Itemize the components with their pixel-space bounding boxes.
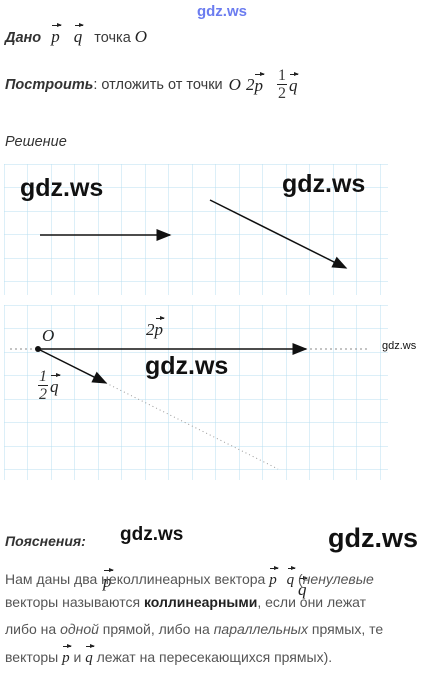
grid [4,164,388,480]
explanation-line-2: векторы называются коллинеарными, если о… [5,592,366,613]
label-p: p [103,568,113,592]
construct-line: Построить: отложить от точки O 2 p 1 2 q [5,67,299,102]
label-half-vec: q [50,373,60,397]
expl-text-4: векторы называются [5,594,141,610]
watermark-fig-2: gdz.ws [282,170,366,198]
construct-point-name: O [228,74,241,94]
construct-text: отложить от точки [101,76,223,93]
expl-vector-q: q [287,566,296,591]
explanation-line-3: либо на одной прямой, либо на параллельн… [5,619,383,640]
watermark-fig-4: gdz.ws [145,352,229,380]
expl-text-2: ( [298,571,303,587]
expl-text-6: , если они лежат [257,594,367,610]
label-o: O [42,326,55,345]
expl-text-8: одной [60,621,99,637]
construct-half-den: 2 [277,85,286,102]
watermark-fig-3: gdz.ws [382,340,417,352]
given-label: Дано [5,30,42,46]
watermark-expl-small: gdz.ws [120,524,184,545]
given-point-name: O [134,27,148,46]
construct-vector-q: q [289,72,299,96]
given-point-text: точка [94,30,131,46]
figure: gdz.ws gdz.ws gdz.ws gdz.ws p q O 2p 1 2… [0,160,444,599]
label-half-den: 2 [39,386,47,403]
figure-svg [4,164,444,480]
expl-text-13: и [73,649,82,665]
expl-text-10: параллельных [213,621,308,637]
point-o [35,346,41,352]
label-2p: 2p [146,316,165,340]
construct-half-fraction: 1 2 [276,67,287,102]
expl-text-11: прямых, те [311,621,384,637]
explanation-label: Пояснения: [5,533,86,549]
explanation-line-1: Нам даны два неколлинеарных вектора p q … [5,566,374,591]
expl-text-3: ненулевые [302,571,374,587]
construct-label: Построить [5,76,94,93]
given-vector-p: p [51,23,62,47]
given-line: Дано p q точка O [5,23,148,47]
watermark-fig-1: gdz.ws [20,174,104,202]
given-vector-q: q [74,23,84,47]
expl-vector-p-2: p [62,644,72,669]
explanation-line-4: векторы p и q лежат на пересекающихся пр… [5,644,333,669]
expl-text-1: Нам даны два неколлинеарных вектора [5,571,266,587]
expl-text-7: либо на [5,621,57,637]
expl-vector-q-2: q [85,644,95,669]
expl-vector-p: p [269,566,279,591]
vector-half-q [37,348,108,384]
label-half-fraction: 1 2 [38,368,48,403]
construct-coef: 2 [245,74,255,94]
solution-label: Решение [5,134,67,150]
construct-vector-p: p [254,72,265,96]
watermark-top: gdz.ws [196,3,247,20]
label-2p-coef: 2 [146,320,155,339]
expl-text-14: лежат на пересекающихся прямых). [96,649,333,665]
expl-text-5: коллинеарными [143,594,258,610]
watermark-expl-big: gdz.ws [328,523,419,553]
expl-text-9: прямой, либо на [102,621,210,637]
label-q: q [298,576,308,600]
expl-text-12: векторы [5,649,59,665]
label-half-num: 1 [38,368,48,386]
label-2p-vec: p [155,316,165,340]
vector-q [209,199,348,269]
label-half-q: 1 2 q [38,368,60,403]
construct-half-num: 1 [276,67,287,85]
